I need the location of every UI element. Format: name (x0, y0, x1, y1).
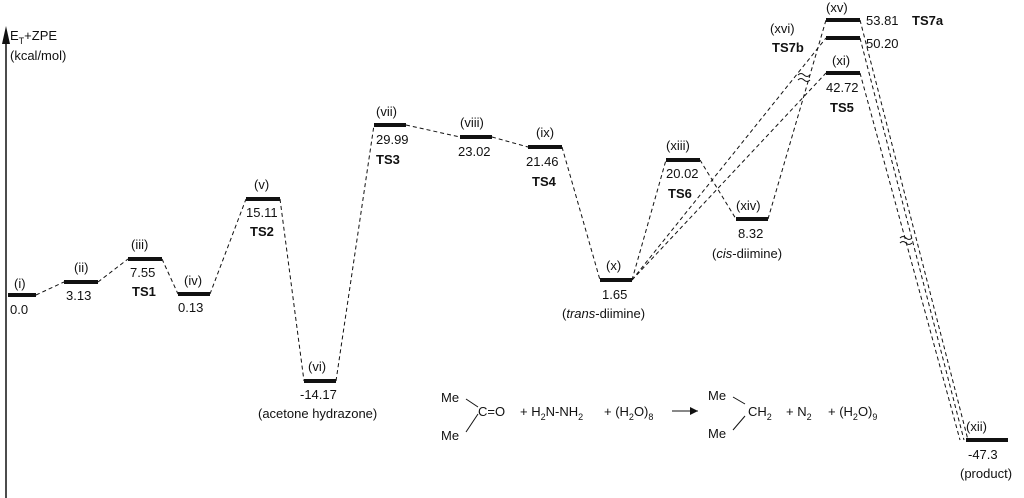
level-xiii (666, 158, 700, 162)
value-xiv: 8.32 (738, 226, 763, 241)
axis-label: ET+ZPE (10, 28, 57, 46)
level-ii (64, 280, 98, 284)
tag-vi: (vi) (308, 359, 326, 374)
level-vii (374, 123, 406, 127)
tag-iii: (iii) (131, 237, 148, 252)
axis-break-marks (797, 73, 913, 245)
value-ii: 3.13 (66, 288, 91, 303)
propane-bond-top (732, 396, 746, 405)
level-ix (528, 145, 562, 149)
connector-lines (35, 19, 969, 441)
acetone-bond-top (465, 398, 479, 408)
tag-xv: (xv) (826, 0, 848, 15)
reaction-arrow-head (690, 407, 698, 415)
level-x (600, 278, 632, 282)
level-xi (826, 71, 860, 75)
note-vi: (acetone hydrazone) (258, 406, 377, 421)
hydrazine: + H2N-NH2 (520, 404, 583, 422)
tag-xvi: (xvi) (770, 21, 795, 36)
value-xi: 42.72 (826, 80, 859, 95)
level-xiv (736, 217, 768, 221)
tag-vii: (vii) (376, 104, 397, 119)
reactant-methyl-bottom: Me (441, 428, 459, 443)
tag-xiii: (xiii) (666, 138, 690, 153)
value-xvi: 50.20 (866, 36, 899, 51)
value-i: 0.0 (10, 302, 28, 317)
level-i (8, 293, 36, 297)
level-xvi (826, 36, 860, 40)
ts-label-xvi: TS7b (772, 40, 804, 55)
tag-xii: (xii) (966, 419, 987, 434)
tag-xiv: (xiv) (736, 198, 761, 213)
note-x: (trans-diimine) (562, 306, 645, 321)
value-xii: -47.3 (968, 447, 998, 462)
note-xiv: (cis-diimine) (712, 246, 782, 261)
product-methyl-top: Me (708, 388, 726, 403)
value-iv: 0.13 (178, 300, 203, 315)
axis-unit: (kcal/mol) (10, 48, 66, 63)
energy-axis: ET+ZPE (kcal/mol) (2, 26, 66, 498)
tag-v: (v) (254, 177, 269, 192)
level-labels: (i) 0.0 (ii) 3.13 (iii) 7.55 TS1 (iv) 0.… (10, 0, 1012, 481)
level-iv (178, 292, 210, 296)
tag-ix: (ix) (536, 125, 554, 140)
water-cluster-8: + (H2O)8 (604, 404, 653, 422)
tag-viii: (viii) (460, 115, 484, 130)
energy-levels (8, 18, 1008, 442)
acetone-bond-bottom (465, 413, 479, 433)
value-xv: 53.81 (866, 13, 899, 28)
level-v (246, 197, 280, 201)
level-xii (966, 438, 1008, 442)
propane-bond-bottom (732, 415, 746, 431)
note-xii: (product) (960, 466, 1012, 481)
ts-label-xv: TS7a (912, 13, 944, 28)
product-ch2: CH2 (748, 404, 772, 422)
level-vi (304, 379, 336, 383)
tag-iv: (iv) (184, 273, 202, 288)
tag-ii: (ii) (74, 260, 88, 275)
ts-label-xiii: TS6 (668, 186, 692, 201)
tag-i: (i) (14, 276, 26, 291)
value-x: 1.65 (602, 287, 627, 302)
value-xiii: 20.02 (666, 166, 699, 181)
nitrogen: + N2 (786, 404, 812, 422)
reaction-scheme: Me Me C=O + H2N-NH2 + (H2O)8 Me Me CH2 +… (441, 388, 877, 443)
product-methyl-bottom: Me (708, 426, 726, 441)
ts-label-ix: TS4 (532, 174, 557, 189)
value-viii: 23.02 (458, 144, 491, 159)
level-viii (460, 135, 492, 139)
acetone-carbonyl: C=O (478, 404, 505, 419)
value-iii: 7.55 (130, 265, 155, 280)
ts-label-xi: TS5 (830, 100, 854, 115)
tag-xi: (xi) (832, 53, 850, 68)
level-iii (128, 257, 162, 261)
ts-label-iii: TS1 (132, 284, 156, 299)
value-ix: 21.46 (526, 154, 559, 169)
level-xv (826, 18, 860, 22)
value-vi: -14.17 (300, 387, 337, 402)
tag-x: (x) (606, 258, 621, 273)
value-v: 15.11 (246, 205, 278, 220)
water-cluster-9: + (H2O)9 (828, 404, 877, 422)
ts-label-v: TS2 (250, 224, 274, 239)
reactant-methyl-top: Me (441, 390, 459, 405)
ts-label-vii: TS3 (376, 152, 400, 167)
value-vii: 29.99 (376, 132, 409, 147)
